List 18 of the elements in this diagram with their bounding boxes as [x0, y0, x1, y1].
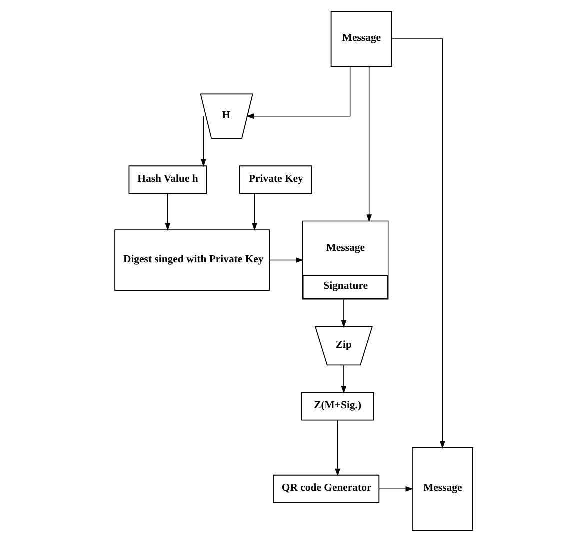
arrow	[366, 66, 372, 222]
node-box: Z(M+Sig.)	[300, 392, 374, 421]
arrow	[391, 38, 445, 449]
node-box: QR code Generator	[272, 474, 380, 504]
arrow	[246, 66, 350, 120]
arrow	[200, 116, 206, 168]
arrow	[252, 194, 257, 231]
arrow	[378, 486, 413, 492]
arrow	[334, 420, 340, 477]
arrow	[340, 365, 346, 394]
arrow	[268, 258, 304, 263]
node-box: Hash Value h	[128, 166, 206, 194]
node-box: Message	[412, 447, 473, 531]
arrow	[340, 299, 346, 328]
node-box: Message	[330, 11, 392, 68]
node-box: Private Key	[238, 166, 312, 194]
arrow	[164, 194, 170, 231]
node-box: Digest singed with Private Key	[114, 230, 270, 291]
